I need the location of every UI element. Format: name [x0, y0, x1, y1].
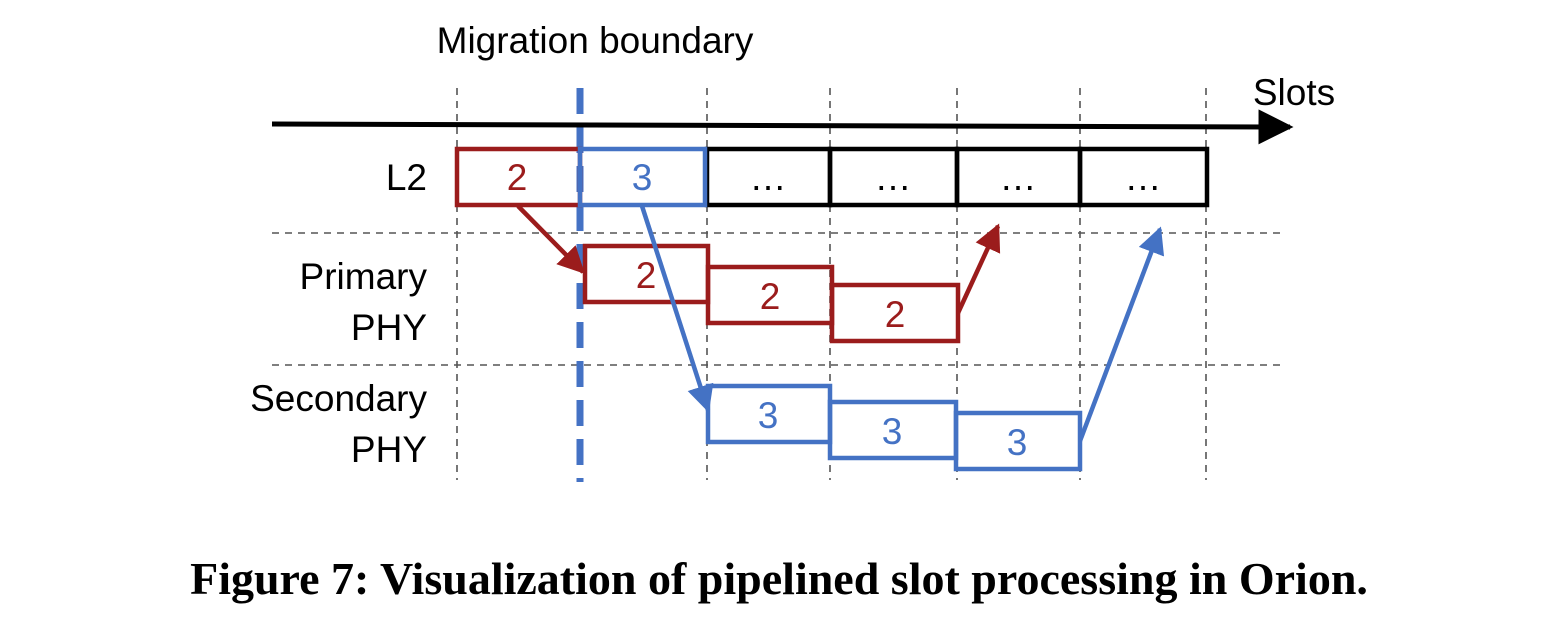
- l2-slot-box: [1077, 146, 1210, 208]
- secondary-phy-slot-1-label: 3: [758, 395, 779, 436]
- arrow-primary-to-l2: [955, 223, 1001, 314]
- figure-caption: Figure 7: Visualization of pipelined slo…: [190, 553, 1368, 604]
- l2-slot-5-label: …: [1000, 157, 1037, 198]
- l2-row: [454, 146, 1210, 208]
- secondary-phy-slot-2-label: 3: [882, 411, 903, 452]
- slots-axis-label: Slots: [1253, 72, 1335, 113]
- arrow-secondary-to-l2: [1077, 226, 1165, 442]
- slots-axis: [271, 109, 1294, 145]
- row-label-primary: Primary: [300, 256, 428, 297]
- l2-slot-4-label: …: [875, 157, 912, 198]
- l2-slot-2-label: 3: [632, 157, 653, 198]
- secondary-phy-slot-3-label: 3: [1007, 422, 1028, 463]
- primary-phy-slot-1-label: 2: [636, 255, 657, 296]
- l2-slot-6-label: …: [1125, 157, 1162, 198]
- pipeline-diagram: Migration boundary Slots L2 Primary PHY …: [250, 20, 1335, 482]
- arrow-l2-to-secondary: [639, 205, 714, 413]
- arrow-l2-to-primary: [516, 204, 585, 274]
- migration-boundary-label: Migration boundary: [437, 20, 754, 61]
- l2-slot-box-blue: [577, 146, 708, 208]
- l2-slot-3-label: …: [750, 157, 787, 198]
- l2-slot-1-label: 2: [507, 157, 528, 198]
- row-label-secondary-phy: PHY: [351, 429, 427, 470]
- primary-phy-slot-2-label: 2: [760, 276, 781, 317]
- row-label-secondary: Secondary: [250, 378, 427, 419]
- row-label-l2: L2: [386, 157, 427, 198]
- row-label-primary-phy: PHY: [351, 307, 427, 348]
- primary-phy-slot-3-label: 2: [885, 294, 906, 335]
